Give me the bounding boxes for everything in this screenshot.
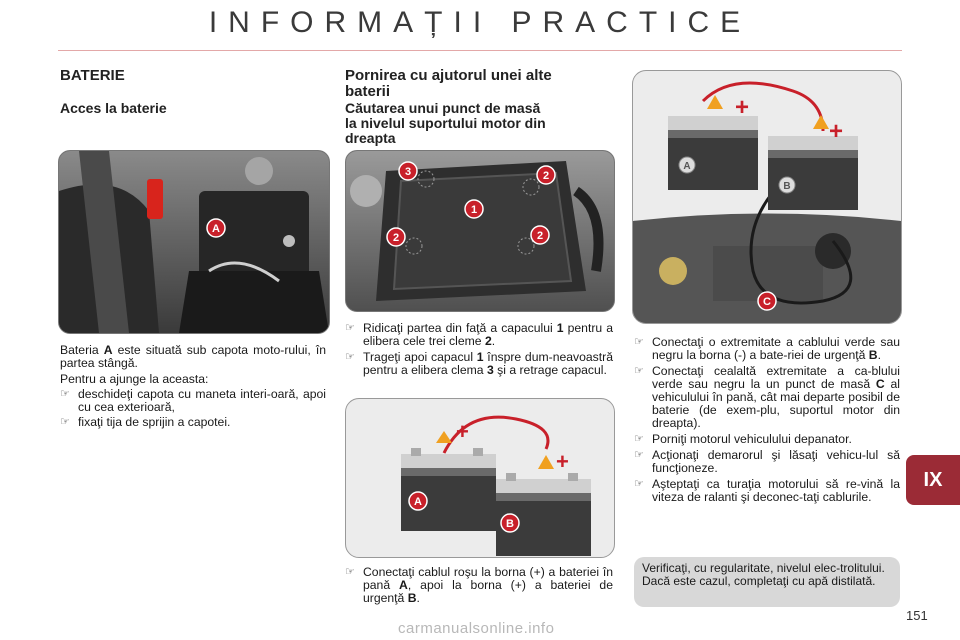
page-number: 151 — [906, 608, 928, 623]
battery-location-photo: A — [58, 150, 330, 334]
engine-cover-steps: ☞ Ridicaţi partea din faţă a capacului 1… — [345, 320, 613, 377]
t: . — [877, 348, 881, 362]
chapter-tab[interactable]: IX — [906, 455, 960, 505]
t: Trageţi apoi capacul — [363, 350, 477, 364]
marker-3: 3 — [405, 166, 411, 178]
bullet-text: Conectaţi cealaltă extremitate a ca-blul… — [652, 365, 900, 430]
bullet-text: Ridicaţi partea din faţă a capacului 1 p… — [363, 322, 613, 348]
p1-pre: Bateria — [60, 343, 104, 357]
t-bold: B — [868, 348, 878, 362]
t-bold: C — [875, 377, 885, 391]
list-item: ☞ Trageţi apoi capacul 1 înspre dum-neav… — [345, 351, 613, 377]
battery-b-label: B — [506, 518, 514, 530]
list-item: ☞ Ridicaţi partea din faţă a capacului 1… — [345, 322, 613, 348]
list-item: ☞ fixaţi tija de sprijin a capotei. — [60, 416, 326, 429]
label-a-text: A — [212, 223, 220, 235]
pointing-finger-icon: ☞ — [345, 566, 355, 578]
jump-start-diagram: + + A B C — [632, 70, 902, 324]
list-item: ☞ Porniţi motorul vehiculului depanator. — [634, 433, 900, 446]
bullet-text: Porniţi motorul vehiculului depanator. — [652, 432, 852, 446]
t-bold: 2 — [484, 334, 492, 348]
title-line: Pornirea cu ajutorul unei alte — [345, 67, 552, 84]
p2: Pentru a ajunge la aceasta: — [60, 372, 209, 386]
t: pentru a elibera cele trei cleme — [363, 321, 614, 348]
marker-1: 1 — [471, 204, 477, 216]
t: Conectaţi cablul roşu la borna (+) a bat… — [363, 565, 613, 592]
bullet-text: deschideţi capota cu maneta interi-oară,… — [78, 387, 326, 414]
plus-sign-b: + — [829, 118, 843, 145]
t-bold: 3 — [486, 363, 494, 377]
battery-location-text: Bateria A este situată sub capota moto-r… — [60, 344, 326, 429]
bullet-text: Trageţi apoi capacul 1 înspre dum-neavoa… — [363, 351, 613, 377]
marker-2-top: 2 — [543, 170, 549, 182]
battery-a-label: A — [414, 496, 422, 508]
list-item: ☞ Aşteptaţi ca turaţia motorului să re-v… — [634, 478, 900, 504]
t: Ridicaţi partea din faţă a capacului — [363, 321, 557, 335]
pointing-finger-icon: ☞ — [634, 336, 644, 348]
t-bold: A — [399, 578, 408, 592]
pointing-finger-icon: ☞ — [60, 416, 70, 428]
bullet-text: Aşteptaţi ca turaţia motorului să re-vin… — [652, 477, 900, 504]
subtitle-line: Căutarea unui punct de masă — [345, 100, 541, 116]
watermark: carmanualsonline.info — [398, 620, 555, 637]
t: . — [416, 591, 420, 605]
section-title-baterie: BATERIE — [60, 67, 125, 84]
list-item: ☞ deschideţi capota cu maneta interi-oar… — [60, 388, 326, 414]
subtitle-line: la nivelul suportului motor din — [345, 115, 546, 131]
battery-b-label: B — [783, 181, 790, 192]
plus-sign: + — [456, 419, 469, 444]
page-title: INFORMAȚII PRACTICE — [208, 6, 752, 39]
battery-red-cable-diagram: + + A B — [345, 398, 615, 558]
subsection-title-acces: Acces la baterie — [60, 100, 167, 116]
pointing-finger-icon: ☞ — [634, 365, 644, 377]
pointing-finger-icon: ☞ — [60, 388, 70, 400]
t: al vehiculului în pană, cât mai departe … — [652, 377, 900, 430]
t: Conectaţi cealaltă extremitate a ca-blul… — [652, 364, 900, 391]
pointing-finger-icon: ☞ — [634, 433, 644, 445]
marker-2-left: 2 — [393, 232, 399, 244]
t: . — [491, 334, 496, 348]
plus-sign: + — [556, 449, 569, 474]
bullet-text: Conectaţi cablul roşu la borna (+) a bat… — [363, 566, 613, 605]
t: înspre dum-neavoastră pentru a elibera c… — [363, 350, 614, 377]
t: şi a retrage capacul. — [493, 363, 607, 377]
red-cable-step: ☞ Conectaţi cablul roşu la borna (+) a b… — [345, 564, 613, 605]
jump-start-steps: ☞ Conectaţi o extremitate a cablului ver… — [634, 334, 900, 504]
label-a-marker — [206, 218, 226, 238]
t: Conectaţi o extremitate a cablului verde… — [652, 335, 900, 362]
list-item: ☞ Acţionaţi demarorul şi lăsaţi vehicu-l… — [634, 449, 900, 475]
marker-2-right: 2 — [537, 230, 543, 242]
pointing-finger-icon: ☞ — [634, 478, 644, 490]
t-bold: B — [407, 591, 417, 605]
t-bold: 1 — [556, 321, 564, 335]
subsection-title-masa: Căutarea unui punct de masă la nivelul s… — [345, 101, 615, 146]
engine-cover-photo: 3 2 1 2 2 — [345, 150, 615, 312]
bullet-text: Acţionaţi demarorul şi lăsaţi vehicu-lul… — [652, 448, 900, 475]
p1-post: este situată sub capota moto-rului, în p… — [60, 343, 326, 370]
list-item: ☞ Conectaţi cablul roşu la borna (+) a b… — [345, 566, 613, 605]
battery-a-label: A — [683, 161, 690, 172]
t: , apoi la borna (+) a bateriei de urgenţ… — [363, 578, 613, 605]
pointing-finger-icon: ☞ — [345, 322, 355, 334]
section-title-pornirea: Pornirea cu ajutorul unei alte baterii — [345, 68, 615, 100]
t-bold: 1 — [476, 350, 484, 364]
title-line: baterii — [345, 83, 391, 100]
plus-sign-a: + — [735, 94, 749, 121]
title-divider — [58, 50, 902, 51]
bullet-text: Conectaţi o extremitate a cablului verde… — [652, 336, 900, 362]
p1-bold: A — [103, 343, 113, 357]
pointing-finger-icon: ☞ — [345, 351, 355, 363]
subtitle-line: dreapta — [345, 130, 396, 146]
pointing-finger-icon: ☞ — [634, 449, 644, 461]
list-item: ☞ Conectaţi cealaltă extremitate a ca-bl… — [634, 365, 900, 430]
electrolyte-note: Verificaţi, cu regularitate, nivelul ele… — [634, 557, 900, 607]
bullet-text: fixaţi tija de sprijin a capotei. — [78, 415, 231, 429]
list-item: ☞ Conectaţi o extremitate a cablului ver… — [634, 336, 900, 362]
ground-c-label: C — [763, 296, 771, 308]
